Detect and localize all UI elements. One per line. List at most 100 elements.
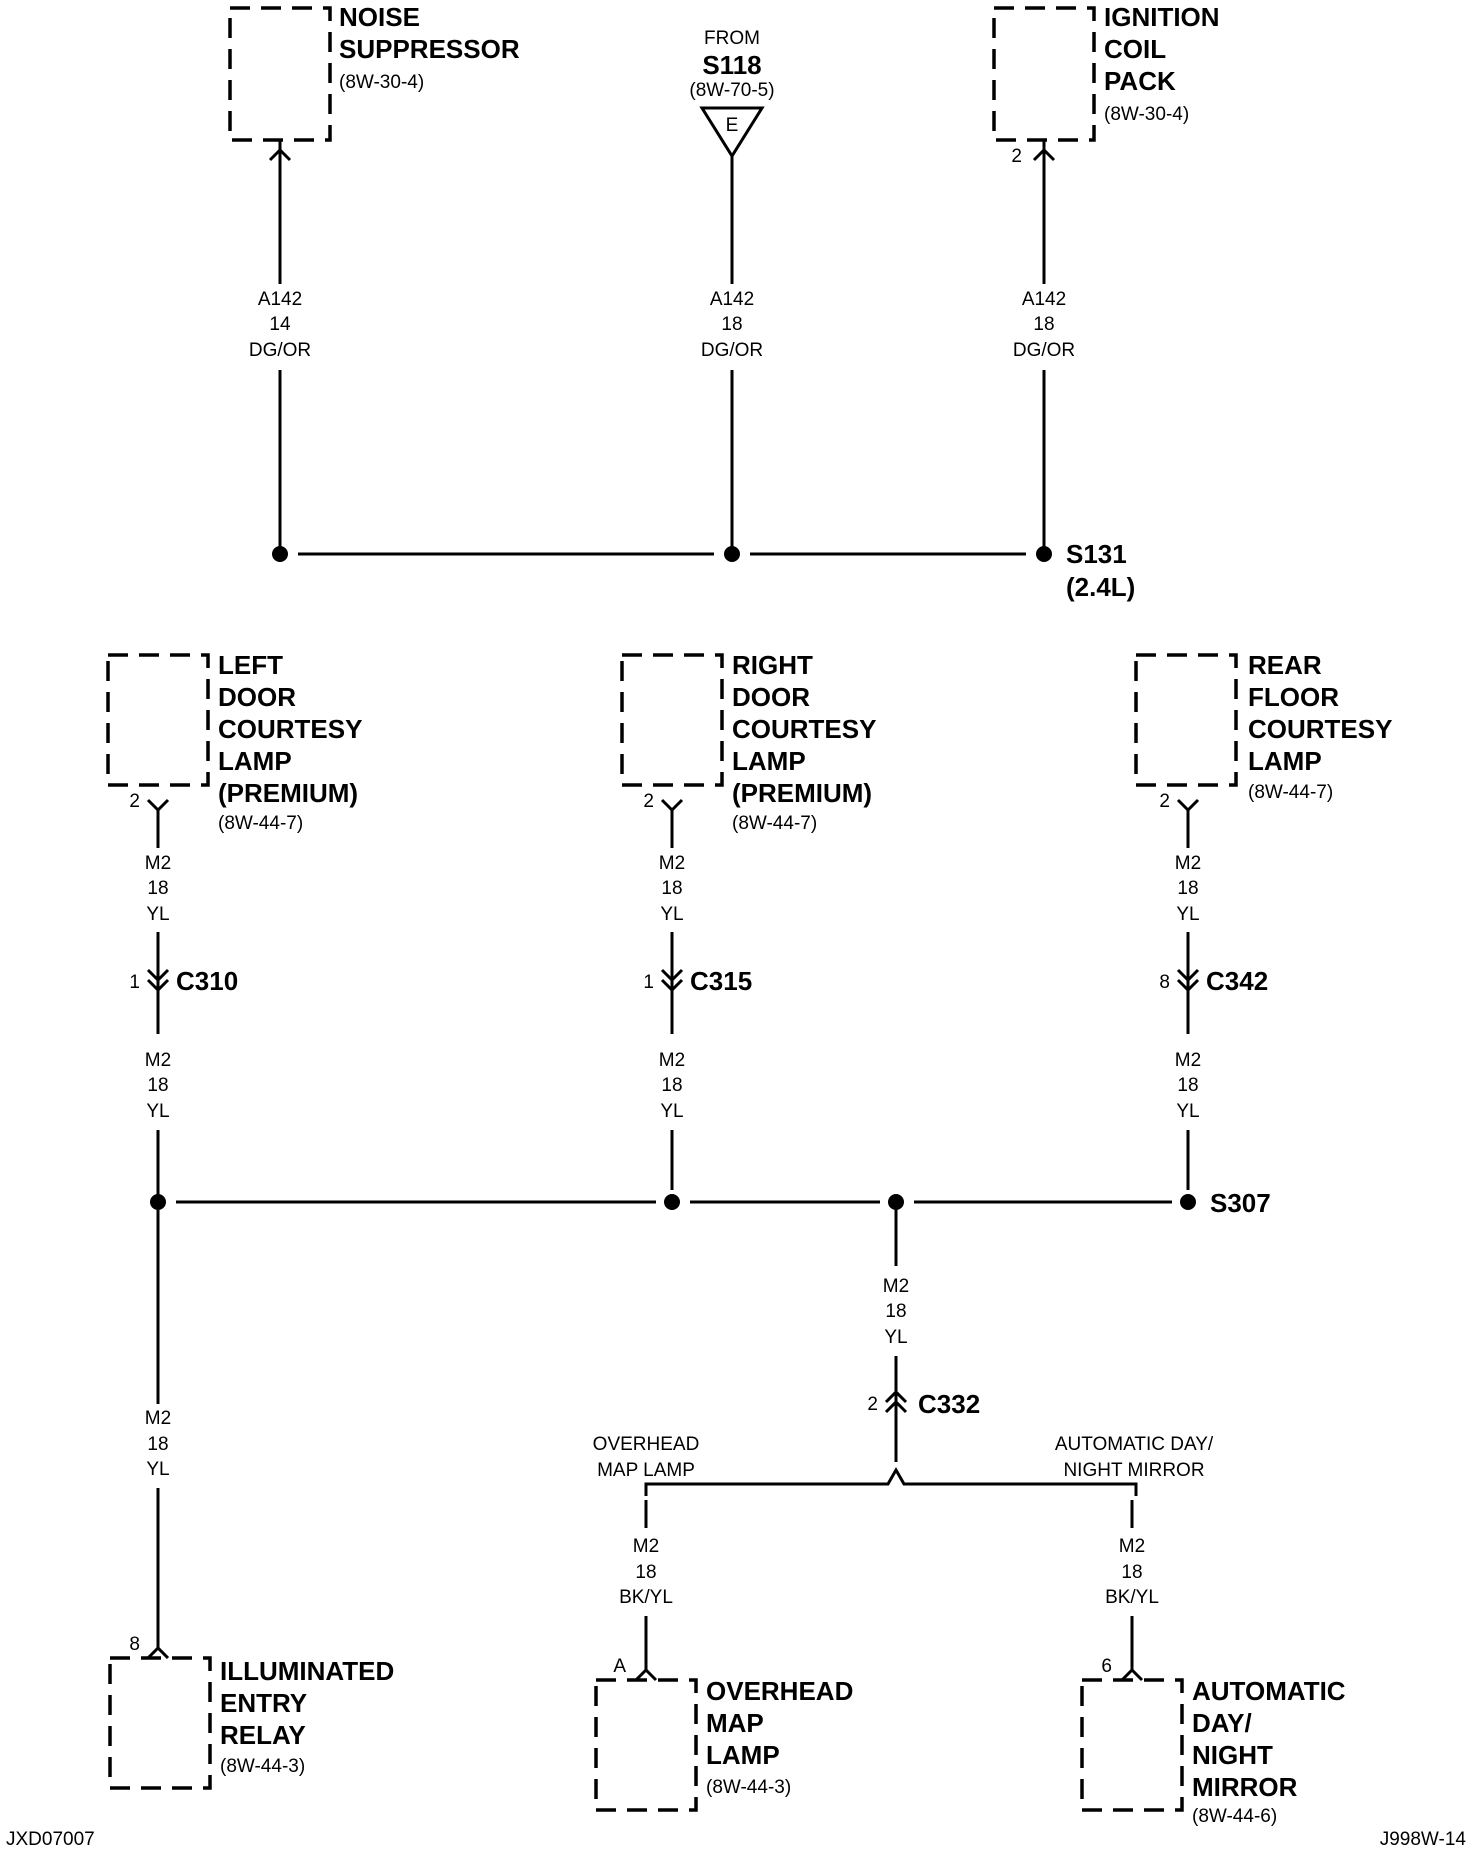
wire-m2-right-b-circuit: M2: [659, 1050, 685, 1071]
wire-a142-2-color: DG/OR: [701, 340, 763, 361]
splice-dot: [1180, 1194, 1196, 1210]
wire-m2-right-a-gauge: 18: [661, 878, 682, 899]
s131-qualifier: (2.4L): [1066, 572, 1135, 602]
left-lamp-ref: (8W-44-7): [218, 813, 303, 834]
wire-m2-rear-b-color: YL: [1176, 1101, 1199, 1122]
branch-left-1: OVERHEAD: [593, 1434, 700, 1455]
relay-terminal: [146, 1645, 170, 1660]
rear-lamp-pin: 2: [1159, 791, 1170, 812]
branch-left-2: MAP LAMP: [597, 1460, 695, 1481]
c342-pin: 8: [1159, 972, 1170, 993]
left-lamp-pin: 2: [129, 791, 140, 812]
wire-m2-right-a-circuit: M2: [659, 853, 685, 874]
rear-lamp-name-2: FLOOR: [1248, 682, 1339, 712]
map-lamp-pin: A: [613, 1656, 626, 1677]
c310-pin: 1: [129, 972, 140, 993]
c315-connector-icon: [660, 968, 684, 993]
wire-a142-3-color: DG/OR: [1013, 340, 1075, 361]
ignition-coil-pin: 2: [1011, 146, 1022, 167]
right-door-courtesy-lamp: RIGHT DOOR COURTESY LAMP (PREMIUM) (8W-4…: [620, 650, 876, 834]
mirror-name-4: MIRROR: [1192, 1772, 1298, 1802]
c342-connector-icon: [1176, 968, 1200, 993]
ignition-coil-ref: (8W-30-4): [1104, 104, 1189, 125]
wire-m2-left-b-gauge: 18: [147, 1075, 168, 1096]
map-lamp-name-2: MAP: [706, 1708, 764, 1738]
triangle-connector-icon: [699, 106, 765, 159]
map-lamp-name-3: LAMP: [706, 1740, 780, 1770]
mirror-name-3: NIGHT: [1192, 1740, 1273, 1770]
wire-a142-3-gauge: 18: [1033, 314, 1054, 335]
illuminated-entry-relay: 8 ILLUMINATED ENTRY RELAY (8W-44-3): [108, 1634, 394, 1790]
relay-name-1: ILLUMINATED: [220, 1656, 394, 1686]
splice-dot: [888, 1194, 904, 1210]
c315-label: C315: [690, 966, 752, 996]
wire-m2-center-color: YL: [884, 1327, 907, 1348]
mirror-ref: (8W-44-6): [1192, 1806, 1277, 1827]
noise-suppressor-name-2: SUPPRESSOR: [339, 34, 520, 64]
left-lamp-name-4: LAMP: [218, 746, 292, 776]
wire-m2-relay-gauge: 18: [147, 1434, 168, 1455]
wire-m2-relay-color: YL: [146, 1459, 169, 1480]
from-label: FROM: [704, 28, 760, 49]
c310-label: C310: [176, 966, 238, 996]
wire-a142-2-gauge: 18: [721, 314, 742, 335]
wire-m2-map-gauge: 18: [635, 1562, 656, 1583]
right-lamp-name-5: (PREMIUM): [732, 778, 872, 808]
wire-m2-rear-b-circuit: M2: [1175, 1050, 1201, 1071]
wire-m2-center-gauge: 18: [885, 1301, 906, 1322]
wire-m2-right-a-color: YL: [660, 904, 683, 925]
mirror-name-1: AUTOMATIC: [1192, 1676, 1346, 1706]
s118-label: S118: [702, 50, 761, 80]
wire-m2-map-circuit: M2: [633, 1536, 659, 1557]
wire-m2-left-a-gauge: 18: [147, 878, 168, 899]
wire-a142-1-color: DG/OR: [249, 340, 311, 361]
wire-m2-relay-circuit: M2: [145, 1408, 171, 1429]
wire-m2-right-b-color: YL: [660, 1101, 683, 1122]
c332-connector-icon: [884, 1389, 908, 1414]
left-lamp-name-3: COURTESY: [218, 714, 362, 744]
s131-label: S131: [1066, 539, 1127, 569]
wire-m2-left-a-circuit: M2: [145, 853, 171, 874]
left-lamp-name-2: DOOR: [218, 682, 296, 712]
c332-pin: 2: [867, 1394, 878, 1415]
wire-m2-map-color: BK/YL: [619, 1587, 673, 1608]
wire-m2-left-b-color: YL: [146, 1101, 169, 1122]
wire-m2-rear-a-color: YL: [1176, 904, 1199, 925]
footer-left-id: JXD07007: [6, 1829, 95, 1850]
right-lamp-pin: 2: [643, 791, 654, 812]
left-lamp-name-1: LEFT: [218, 650, 283, 680]
rear-lamp-name-4: LAMP: [1248, 746, 1322, 776]
wire-m2-mirror-gauge: 18: [1121, 1562, 1142, 1583]
automatic-day-night-mirror: 6 AUTOMATIC DAY/ NIGHT MIRROR (8W-44-6): [1080, 1656, 1346, 1827]
s118-symbol: E: [726, 115, 739, 136]
ignition-coil-name-2: COIL: [1104, 34, 1166, 64]
relay-name-3: RELAY: [220, 1720, 306, 1750]
ignition-coil-name-3: PACK: [1104, 66, 1176, 96]
splice-dot: [724, 546, 740, 562]
right-lamp-name-2: DOOR: [732, 682, 810, 712]
left-lamp-name-5: (PREMIUM): [218, 778, 358, 808]
wire-m2-center-circuit: M2: [883, 1276, 909, 1297]
wire-a142-1-gauge: 14: [269, 314, 291, 335]
wire-m2-rear-a-circuit: M2: [1175, 853, 1201, 874]
footer-right-id: J998W-14: [1380, 1829, 1467, 1850]
right-lamp-name-1: RIGHT: [732, 650, 813, 680]
mirror-pin: 6: [1101, 1656, 1112, 1677]
s118-ref: (8W-70-5): [689, 80, 774, 101]
left-door-courtesy-lamp: LEFT DOOR COURTESY LAMP (PREMIUM) (8W-44…: [106, 650, 362, 834]
right-lamp-ref: (8W-44-7): [732, 813, 817, 834]
ignition-coil-pack: IGNITION COIL PACK (8W-30-4) 2: [992, 2, 1220, 167]
wire-m2-mirror-color: BK/YL: [1105, 1587, 1159, 1608]
from-s118: FROM S118 (8W-70-5) E: [689, 28, 775, 159]
wire-m2-left-b-circuit: M2: [145, 1050, 171, 1071]
rear-floor-courtesy-lamp: REAR FLOOR COURTESY LAMP (8W-44-7) 2: [1134, 650, 1392, 812]
splice-dot: [150, 1194, 166, 1210]
branch-line: [644, 1466, 1138, 1496]
mirror-terminal: [1120, 1667, 1144, 1682]
wire-a142-1-circuit: A142: [258, 289, 302, 310]
s307-label: S307: [1210, 1188, 1271, 1218]
wire-a142-2-circuit: A142: [710, 289, 754, 310]
rear-lamp-name-3: COURTESY: [1248, 714, 1392, 744]
right-lamp-name-4: LAMP: [732, 746, 806, 776]
